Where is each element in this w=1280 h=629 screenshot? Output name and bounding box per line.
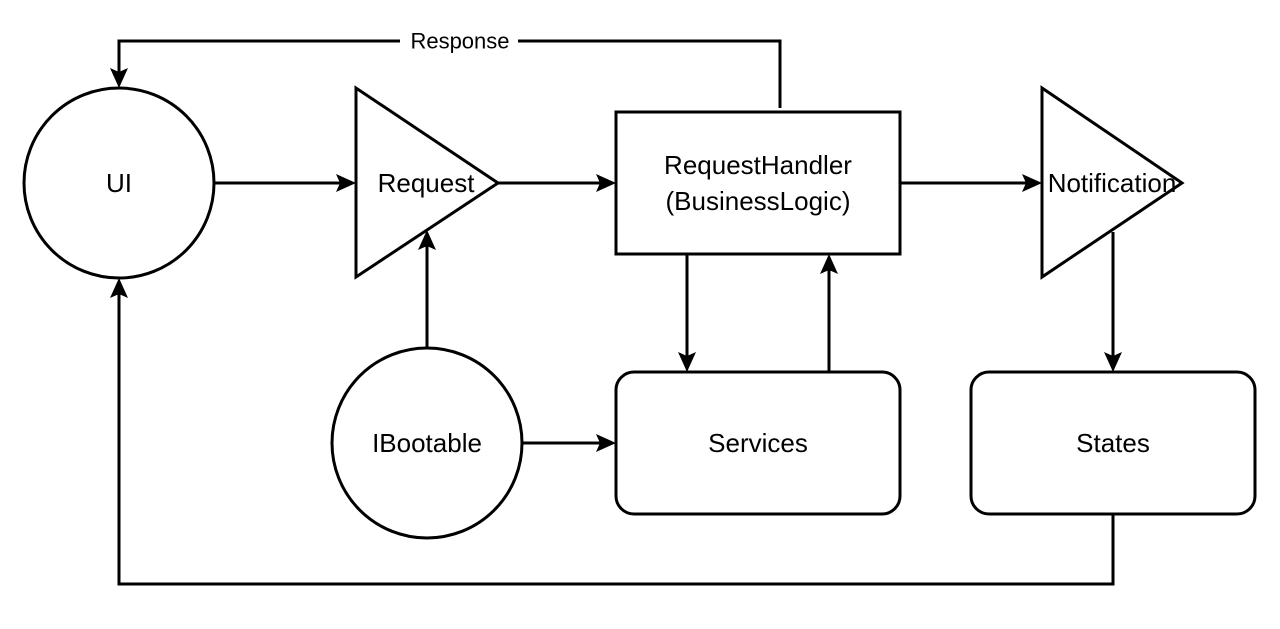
- edge-request-to-handler: [498, 174, 616, 192]
- node-request: Request: [354, 85, 501, 280]
- edge-ibootable-to-services: [522, 434, 616, 452]
- node-label-states: States: [1076, 428, 1150, 458]
- edge-notification-to-states: [1104, 232, 1122, 372]
- edge-ui-to-request: [214, 174, 356, 192]
- node-label-request: Request: [378, 168, 476, 198]
- node-label-request-handler-line2: (BusinessLogic): [666, 186, 851, 216]
- node-label-ui: UI: [106, 168, 132, 198]
- edge-label-response: Response: [410, 29, 509, 54]
- edge-response: Response: [110, 28, 782, 108]
- node-states: States: [969, 370, 1257, 516]
- edge-handler-to-notification: [901, 174, 1042, 192]
- node-label-notification: Notification: [1048, 168, 1177, 198]
- node-ui: UI: [22, 86, 216, 280]
- node-services: Services: [614, 370, 902, 516]
- edge-states-to-ui: [110, 278, 1115, 586]
- edge-services-to-handler: [820, 254, 838, 372]
- node-notification: Notification: [1040, 85, 1185, 280]
- node-label-ibootable: IBootable: [372, 428, 482, 458]
- node-ibootable: IBootable: [330, 346, 524, 540]
- node-label-services: Services: [708, 428, 808, 458]
- edge-ibootable-to-request: [418, 230, 436, 348]
- node-request-handler: RequestHandler (BusinessLogic): [614, 110, 902, 256]
- node-label-request-handler-line1: RequestHandler: [664, 150, 852, 180]
- edge-handler-to-services: [678, 254, 696, 372]
